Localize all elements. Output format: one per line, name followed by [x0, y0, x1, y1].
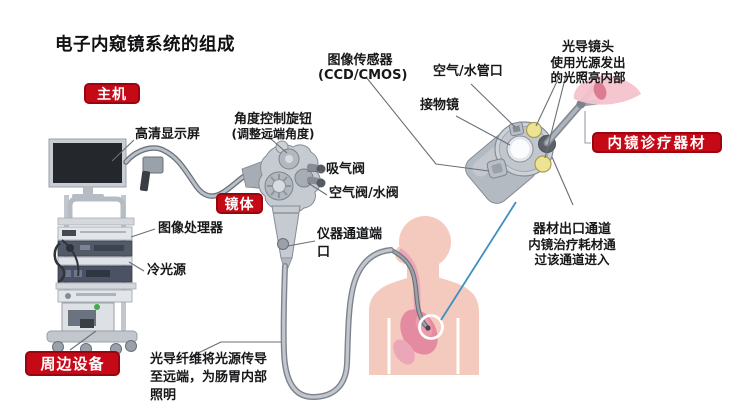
scope-control-body-illustration	[258, 140, 326, 269]
label-image-sensor-sub: (CCD/CMOS)	[318, 68, 408, 84]
label-image-processor: 图像处理器	[158, 221, 224, 236]
leader-light-guide-1	[535, 74, 561, 127]
label-optical-fiber-note: 光导纤维将光源传导 至远端，为肠胃内部 照明	[150, 352, 268, 404]
leader-channel-port	[287, 240, 316, 247]
label-objective-lens: 接物镜	[420, 98, 460, 113]
label-angle-knob: 角度控制旋钮 (调整远端角度)	[227, 96, 319, 157]
badge-scope-body: 镜体	[216, 193, 263, 214]
leader-angle-knob	[262, 131, 288, 154]
instrument-channel-illustration	[486, 158, 508, 179]
leader-image-sensor	[365, 76, 490, 172]
processor-stack-illustration	[55, 226, 137, 303]
label-image-sensor: 图像传感器 (CCD/CMOS)	[318, 52, 408, 84]
blue-pointer-line	[440, 201, 517, 321]
label-light-guide-lens: 光导镜头 使用光源发出 的光照亮内部	[540, 24, 636, 101]
leader-light-guide-2	[544, 74, 567, 159]
label-air-water-nozzle: 空气/水管口	[433, 64, 503, 79]
peripheral-device-illustration	[61, 302, 115, 332]
instrument-port-illustration	[277, 238, 289, 250]
insertion-tube-illustration	[280, 247, 394, 401]
scope-grip	[271, 205, 301, 259]
label-equipment-exit-channel: 器材出口通道 内镜治疗耗材通 过该通道进入	[520, 206, 624, 283]
equipment-cart-illustration	[46, 138, 138, 355]
leader-objective	[455, 115, 511, 146]
leader-suction-valve	[306, 170, 325, 173]
scope-connector	[142, 156, 164, 174]
label-cold-light-source: 冷光源	[147, 263, 187, 278]
leader-image-processor	[130, 228, 156, 238]
label-suction-valve: 吸气阀	[326, 162, 366, 177]
leader-cold-light	[128, 261, 145, 272]
badge-host: 主机	[84, 83, 140, 104]
label-hd-display: 高清显示屏	[135, 127, 201, 142]
leader-peripheral	[69, 330, 97, 351]
page-title: 电子内窥镜系统的组成	[55, 35, 235, 55]
power-cable	[53, 242, 66, 284]
label-angle-knob-sub: (调整远端角度)	[231, 127, 315, 142]
leader-lines	[69, 74, 591, 356]
label-instrument-channel-port: 仪器通道端 口	[317, 227, 383, 260]
leader-hd-display	[111, 139, 135, 162]
light-guide-lens-bottom	[534, 155, 552, 173]
leader-exit-channel	[551, 156, 574, 206]
monitor-illustration	[48, 138, 127, 198]
leader-nozzle	[470, 83, 516, 128]
leader-air-water-valve	[307, 182, 328, 196]
umbilical-cable-illustration	[123, 145, 270, 199]
label-equipment-exit-desc: 内镜治疗耗材通 过该通道进入	[528, 237, 616, 268]
label-light-guide-desc: 使用光源发出 的光照亮内部	[550, 55, 626, 86]
patient-illustration	[369, 216, 479, 375]
label-air-water-valve: 空气阀/水阀	[329, 186, 399, 201]
leader-fiber-note	[193, 341, 281, 356]
leader-therapy-badge	[584, 111, 591, 144]
light-guide-lens-top	[525, 121, 543, 139]
badge-therapy-equipment: 内镜诊疗器材	[592, 132, 722, 153]
distal-tip-illustration	[465, 75, 641, 204]
cart-handle	[67, 196, 126, 218]
badge-peripheral: 周边设备	[25, 351, 120, 376]
light-beam-illustration	[573, 75, 641, 105]
scope-tip-highlight-circle	[418, 314, 444, 340]
